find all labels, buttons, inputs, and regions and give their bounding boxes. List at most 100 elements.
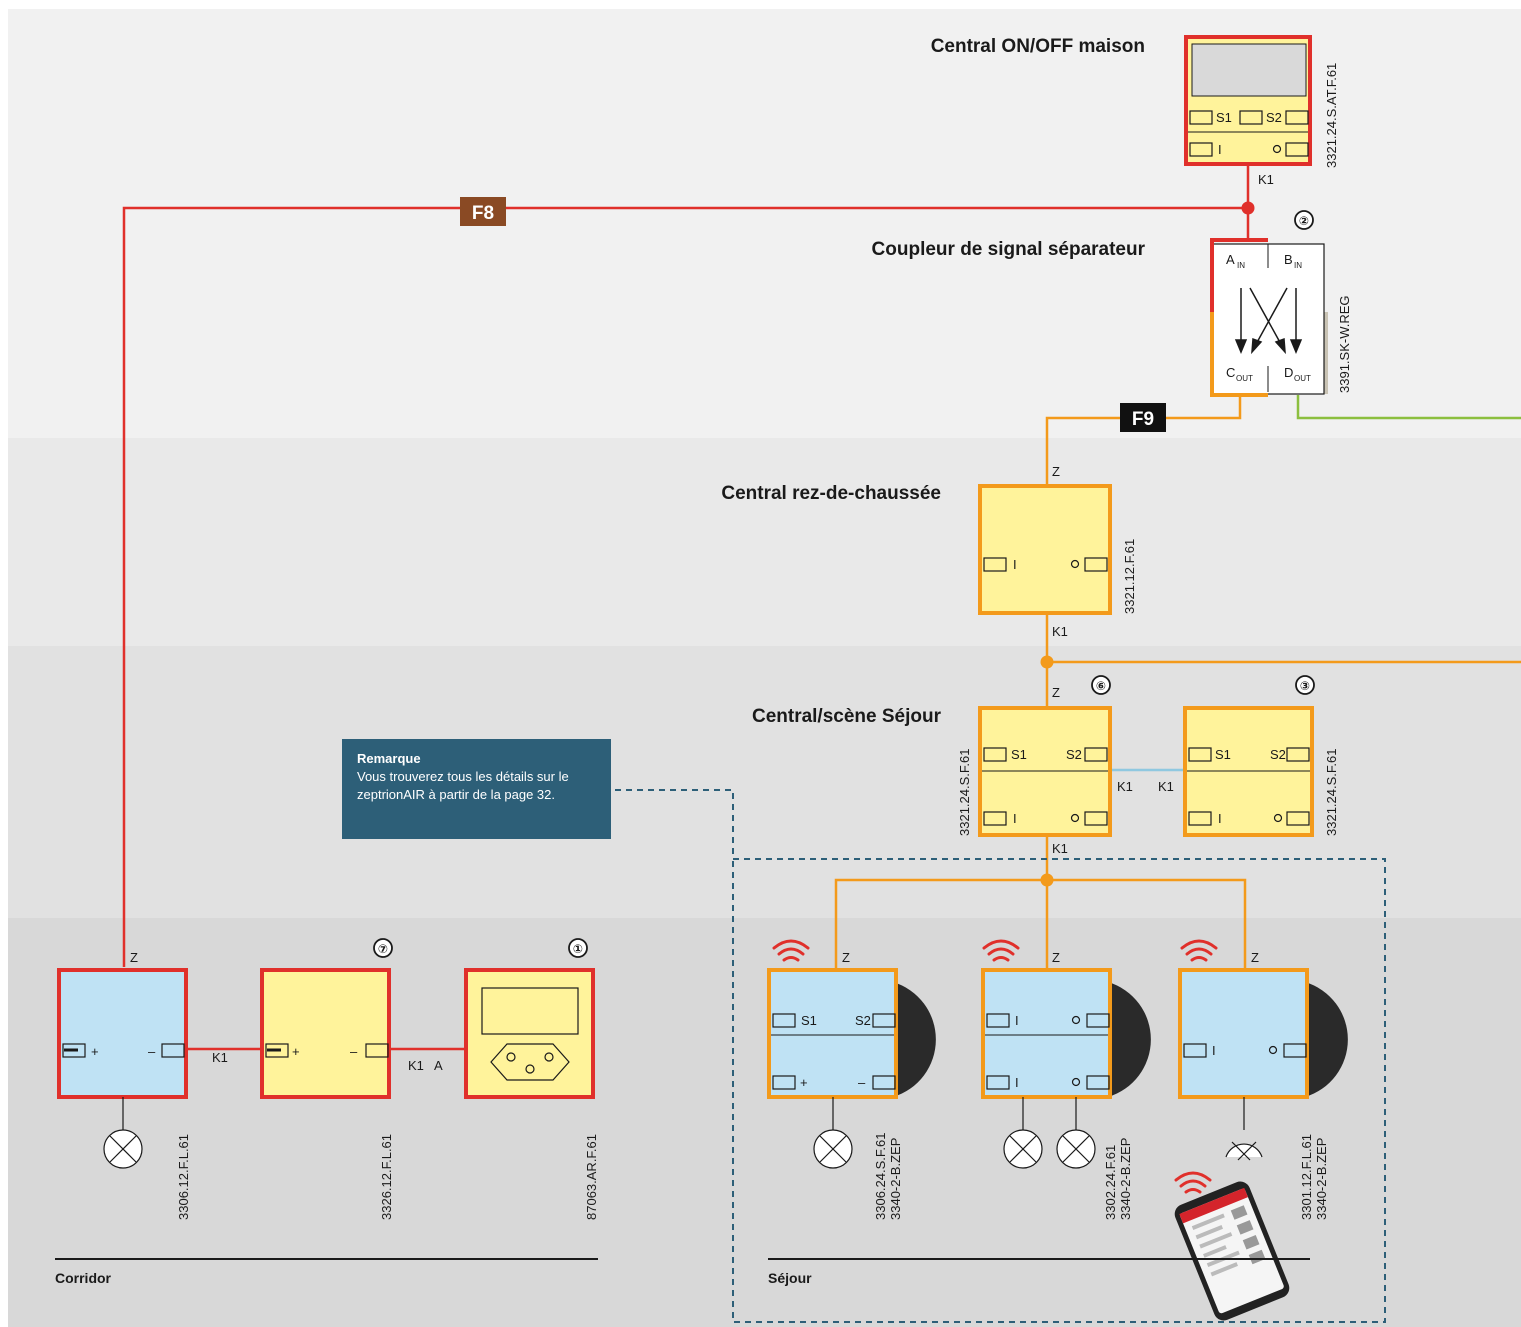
key-plus bbox=[772, 1075, 796, 1090]
label-c-out: C bbox=[1226, 365, 1235, 380]
number-sejour-a-circle bbox=[1091, 675, 1111, 695]
ref-maison: 3321.24.S.AT.F.61 bbox=[1324, 63, 1339, 168]
note-body: Vous trouverez tous les détails sur le z… bbox=[357, 769, 569, 802]
ref-corridor-3: 87063.AR.F.61 bbox=[584, 1134, 599, 1220]
note-heading: Remarque bbox=[357, 751, 421, 766]
label-d-out-sub: OUT bbox=[1294, 374, 1311, 383]
device-corridor-3: ① 87063.AR.F.61 bbox=[464, 938, 599, 1220]
device-frame bbox=[981, 968, 1112, 1099]
wifi-icon bbox=[1180, 939, 1218, 962]
device-frame bbox=[978, 484, 1112, 615]
coupleur-arrows bbox=[1234, 287, 1303, 355]
label-k1: K1 bbox=[1052, 624, 1068, 639]
label-minus: – bbox=[350, 1044, 358, 1059]
coupleur-orange-edge bbox=[1210, 312, 1268, 397]
label-d-out: D bbox=[1284, 365, 1293, 380]
device-frame bbox=[767, 968, 898, 1099]
key-s1 bbox=[1189, 110, 1213, 125]
zone-label-corridor: Corridor bbox=[55, 1270, 112, 1286]
wire-f8 bbox=[122, 206, 1248, 967]
key-mid bbox=[1239, 110, 1263, 125]
label-a: A bbox=[434, 1058, 443, 1073]
label-s1: S1 bbox=[1011, 747, 1027, 762]
phone-icon bbox=[1174, 1181, 1290, 1321]
zone-label-sejour: Séjour bbox=[768, 1270, 812, 1286]
lamp-icon bbox=[103, 1129, 143, 1169]
key-off-bottom bbox=[1086, 1075, 1110, 1090]
device-central-maison: S1 S2 I K1 3321.24.S.AT.F.61 bbox=[1184, 35, 1339, 187]
device-frame bbox=[57, 968, 188, 1099]
label-z: Z bbox=[842, 950, 850, 965]
wifi-icon bbox=[982, 939, 1020, 962]
tag-f8: F8 bbox=[472, 203, 494, 224]
label-s2: S2 bbox=[1270, 747, 1286, 762]
key-s1 bbox=[983, 747, 1007, 762]
key-minus bbox=[872, 1075, 896, 1090]
ref-sejour-b: 3321.24.S.F.61 bbox=[1324, 749, 1339, 836]
number-corridor-3: ① bbox=[573, 942, 583, 956]
zep-module bbox=[1108, 982, 1151, 1097]
device-frame bbox=[260, 968, 391, 1099]
lamp-icon bbox=[813, 1129, 853, 1169]
label-on-top: I bbox=[1015, 1013, 1019, 1028]
key-s1 bbox=[772, 1013, 796, 1028]
label-s1: S1 bbox=[1216, 110, 1232, 125]
label-k1: K1 bbox=[1258, 172, 1274, 187]
ref-sejour-a: 3321.24.S.F.61 bbox=[957, 749, 972, 836]
key-on bbox=[1183, 1043, 1207, 1058]
label-k1-left: K1 bbox=[1158, 779, 1174, 794]
note-box: Remarque Vous trouverez tous les détails… bbox=[342, 739, 611, 839]
key-off-top bbox=[1086, 1013, 1110, 1028]
number-sejour-a: ⑥ bbox=[1096, 679, 1106, 693]
key-minus bbox=[161, 1043, 185, 1058]
wire-green bbox=[1296, 395, 1521, 420]
label-on-bottom: I bbox=[1015, 1075, 1019, 1090]
key-off bbox=[1285, 142, 1309, 157]
key-off bbox=[1286, 811, 1310, 826]
wires bbox=[122, 166, 1521, 1323]
label-s2: S2 bbox=[1066, 747, 1082, 762]
key-on-top bbox=[986, 1013, 1010, 1028]
label-b-in: B bbox=[1284, 252, 1293, 267]
key-on bbox=[1189, 142, 1213, 157]
key-on bbox=[983, 811, 1007, 826]
label-k1: K1 bbox=[212, 1050, 228, 1065]
ref-sejour-dev3: 3301.12.F.L.61 bbox=[1299, 1134, 1314, 1220]
label-minus: – bbox=[148, 1044, 156, 1059]
label-c-out-sub: OUT bbox=[1236, 374, 1253, 383]
tag-f9-bg bbox=[1120, 403, 1166, 432]
zep-module bbox=[1305, 982, 1348, 1097]
device-sejour-1: Z S1 S2 + – 3306.24.S.F.61 3340-2-B.ZEP bbox=[767, 939, 936, 1220]
number-coupleur-circle bbox=[1294, 210, 1314, 230]
key-on-bottom bbox=[986, 1075, 1010, 1090]
label-plus: + bbox=[292, 1044, 300, 1059]
key-s2 bbox=[1286, 747, 1310, 762]
label-on: I bbox=[1218, 142, 1222, 157]
key-s2 bbox=[872, 1013, 896, 1028]
key-off bbox=[1084, 557, 1108, 572]
off-symbol bbox=[1273, 813, 1283, 823]
key-on bbox=[983, 557, 1007, 572]
device-sejour-3: Z I 3301.12.F.L.61 3340-2-B.ZEP bbox=[1178, 939, 1348, 1220]
device-coupleur: A IN B IN C OUT D OUT ② 3391.SK-W.REG bbox=[1210, 210, 1352, 397]
number-coupleur: ② bbox=[1299, 214, 1309, 228]
label-on: I bbox=[1212, 1043, 1216, 1058]
label-minus: – bbox=[858, 1075, 866, 1090]
junction-orange-1 bbox=[1040, 655, 1054, 669]
dimmer-lamp-icon bbox=[1225, 1141, 1263, 1161]
ref-coupleur: 3391.SK-W.REG bbox=[1337, 295, 1352, 393]
label-a-in: A bbox=[1226, 252, 1235, 267]
number-sejour-b: ③ bbox=[1300, 679, 1310, 693]
band-ground-floor bbox=[8, 438, 1521, 646]
label-on: I bbox=[1013, 557, 1017, 572]
label-z: Z bbox=[1251, 950, 1259, 965]
number-corridor-3-circle bbox=[568, 938, 588, 958]
device-central-rdc: Z I K1 3321.12.F.61 bbox=[978, 464, 1137, 639]
title-coupleur: Coupleur de signal séparateur bbox=[872, 239, 1146, 260]
ref-sejour-dev3-b: 3340-2-B.ZEP bbox=[1314, 1138, 1329, 1220]
ref-rdc: 3321.12.F.61 bbox=[1122, 539, 1137, 614]
label-plus: + bbox=[800, 1075, 808, 1090]
zep-module bbox=[893, 982, 936, 1097]
junction-orange-2 bbox=[1040, 873, 1054, 887]
